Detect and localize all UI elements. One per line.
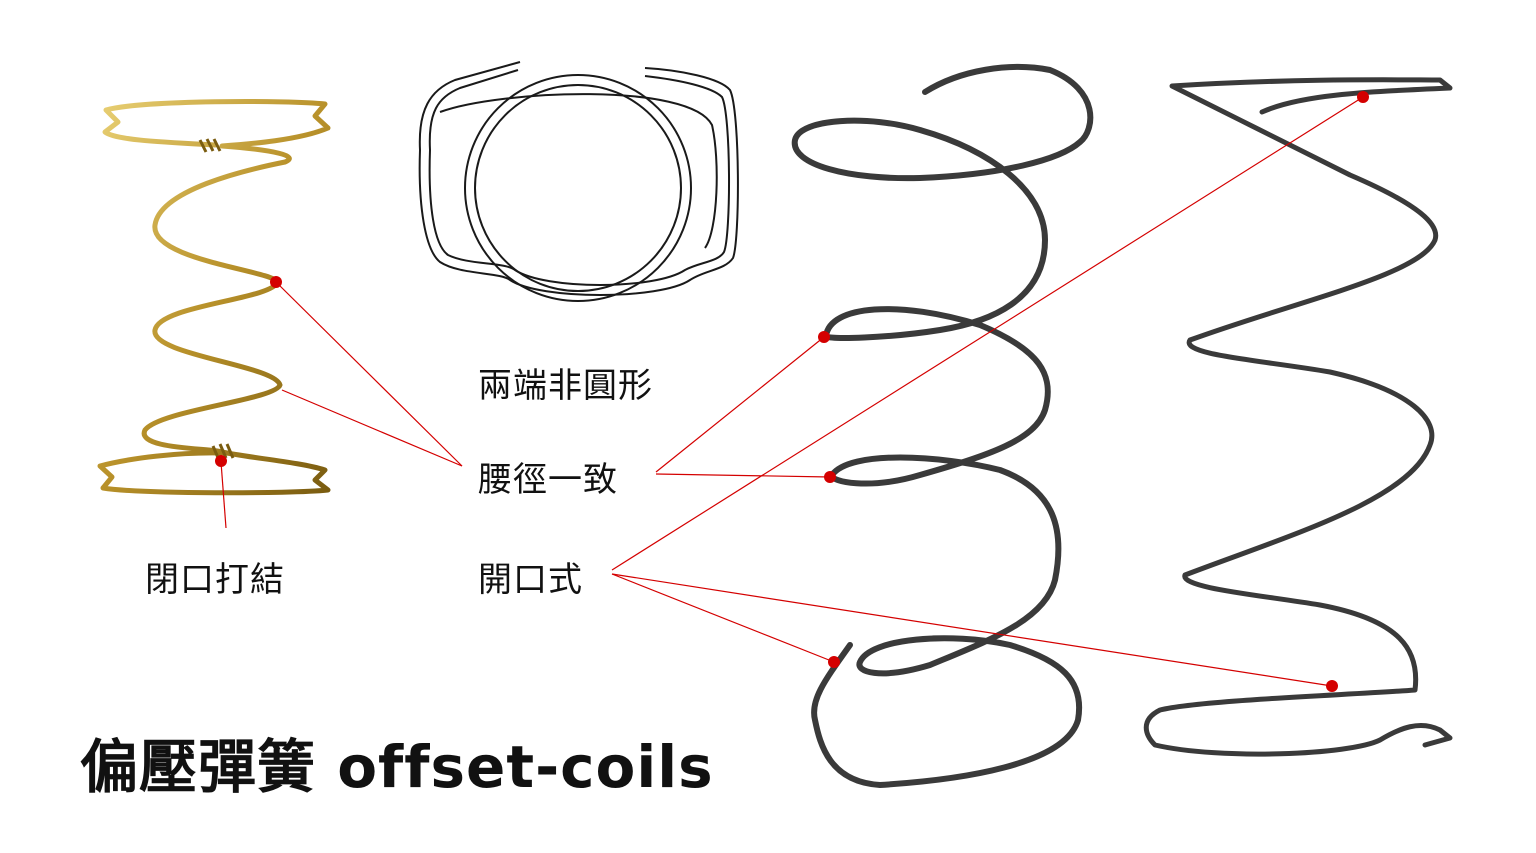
round-coil-outer: [464, 74, 692, 302]
marker-dot: [270, 276, 282, 288]
marker-dot: [824, 471, 836, 483]
page-title: 偏壓彈簧 offset-coils: [80, 733, 714, 801]
knotted-spring-wire: [97, 99, 331, 496]
open-end-spring-wire: [791, 63, 1094, 788]
marker-dot: [215, 455, 227, 467]
label-closed-knot: 閉口打結: [145, 560, 285, 600]
outer-frame-outline: [418, 61, 739, 296]
pointer-open-top: [611, 96, 1364, 571]
pointer-lines: [220, 96, 1364, 687]
label-open-type: 開口式: [478, 560, 583, 600]
flat-end-spring: [1143, 77, 1453, 757]
pointer-open-waist-1: [655, 336, 825, 473]
marker-dot: [1326, 680, 1338, 692]
pointer-open-bottom-left: [611, 573, 835, 663]
flat-end-spring-wire: [1143, 77, 1453, 757]
pointer-open-waist-2: [655, 473, 831, 478]
marker-dot: [1357, 91, 1369, 103]
end-view-outline: [418, 61, 739, 302]
knotted-spring: [97, 99, 331, 496]
marker-dot: [828, 656, 840, 668]
marker-dots: [215, 91, 1369, 692]
pointer-knotted-waist: [275, 281, 463, 467]
open-end-spring: [791, 63, 1094, 788]
round-coil-inner: [474, 84, 682, 292]
marker-dot: [818, 331, 830, 343]
top-knot: [198, 138, 222, 153]
label-waist-uniform: 腰徑一致: [478, 460, 618, 500]
pointer-closed-knot: [220, 461, 227, 529]
inner-frame-outline: [428, 69, 731, 286]
label-non-round-ends: 兩端非圓形: [478, 366, 653, 406]
pointer-knotted-waist-2: [281, 389, 463, 467]
pointer-open-bottom-right: [611, 573, 1333, 687]
